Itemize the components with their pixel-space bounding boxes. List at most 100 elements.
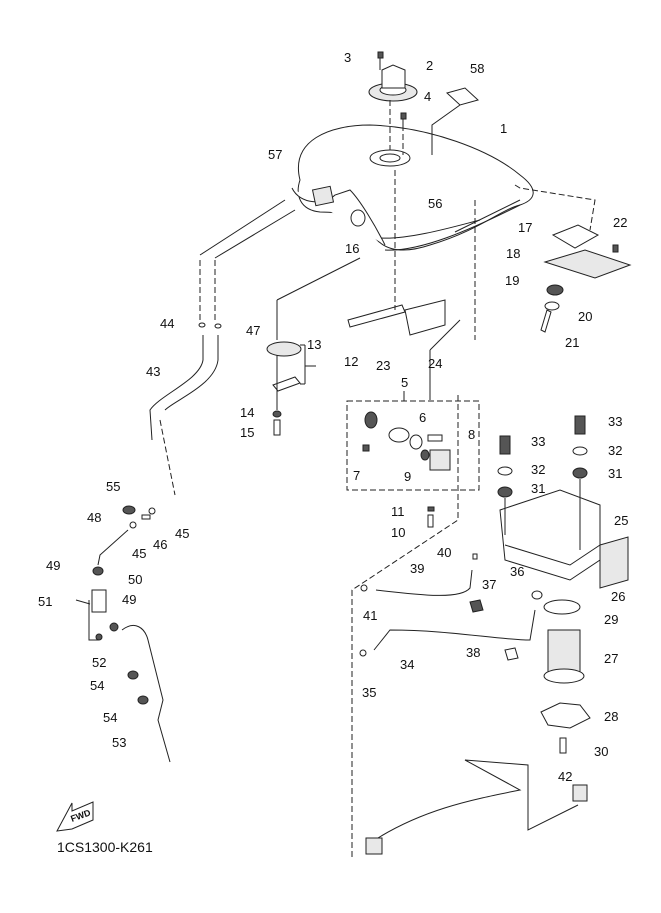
clamp-55 — [122, 505, 136, 515]
part-label-25: 25 — [614, 513, 628, 528]
part-label-21: 21 — [565, 335, 579, 350]
cap-52 — [95, 633, 103, 641]
cover-13 — [266, 341, 302, 357]
part-label-1: 1 — [500, 121, 507, 136]
part-label-22: 22 — [613, 215, 627, 230]
part-label-24: 24 — [428, 356, 442, 371]
part-label-13: 13 — [307, 337, 321, 352]
part-label-53: 53 — [112, 735, 126, 750]
gasket-29 — [543, 599, 581, 615]
screw-10 — [427, 514, 434, 528]
part-label-35: 35 — [362, 685, 376, 700]
part-label-28: 28 — [604, 709, 618, 724]
washer-14 — [272, 410, 282, 418]
part-label-39: 39 — [410, 561, 424, 576]
bolt-21 — [540, 309, 552, 333]
bracket-51 — [75, 599, 91, 605]
part-label-46: 46 — [153, 537, 167, 552]
plate-18 — [543, 249, 632, 279]
nut-31b — [572, 467, 588, 479]
part-label-37: 37 — [482, 577, 496, 592]
part-label-14: 14 — [240, 405, 254, 420]
part-label-10: 10 — [391, 525, 405, 540]
part-label-32a: 32 — [531, 462, 545, 477]
plate-28 — [540, 702, 591, 729]
pad-26 — [599, 536, 629, 589]
ring-47 — [214, 323, 222, 329]
bolt-30 — [559, 737, 567, 754]
part-label-43: 43 — [146, 364, 160, 379]
bolt-33a — [499, 435, 511, 455]
part-label-19: 19 — [505, 273, 519, 288]
part-label-5: 5 — [401, 375, 408, 390]
pad-24 — [404, 299, 446, 336]
part-label-29: 29 — [604, 612, 618, 627]
fuel-cock — [362, 411, 451, 471]
cap-41 — [360, 584, 368, 592]
part-label-54b: 54 — [103, 710, 117, 725]
part-label-52: 52 — [92, 655, 106, 670]
collar-20 — [544, 301, 560, 311]
fwd-arrow: FWD — [56, 801, 94, 832]
collar-32a — [497, 466, 513, 476]
bolt-4 — [400, 112, 407, 125]
part-label-42: 42 — [558, 769, 572, 784]
washer-11 — [427, 506, 435, 512]
ring-44 — [198, 322, 206, 328]
part-label-31a: 31 — [531, 481, 545, 496]
part-label-11: 11 — [391, 504, 405, 519]
joint-46 — [141, 514, 151, 520]
hose-34 — [373, 609, 536, 651]
connector-right — [572, 784, 588, 802]
part-label-9: 9 — [404, 469, 411, 484]
part-label-17: 17 — [518, 220, 532, 235]
collar-32b — [572, 446, 588, 456]
clamp-54a — [127, 670, 139, 680]
clamp-38 — [504, 647, 519, 661]
part-label-3: 3 — [344, 50, 351, 65]
hose-53 — [121, 625, 171, 763]
fuel-tank-body — [291, 124, 534, 251]
part-label-48: 48 — [87, 510, 101, 525]
part-label-26: 26 — [611, 589, 625, 604]
part-label-45a: 45 — [175, 526, 189, 541]
part-label-20: 20 — [578, 309, 592, 324]
part-label-58: 58 — [470, 61, 484, 76]
part-label-41: 41 — [363, 608, 377, 623]
part-label-34: 34 — [400, 657, 414, 672]
bolt-22 — [612, 244, 619, 253]
part-label-18: 18 — [506, 246, 520, 261]
fuel-cap — [368, 64, 418, 102]
bolt-3 — [377, 51, 384, 70]
part-label-51: 51 — [38, 594, 52, 609]
hose-39 — [375, 569, 473, 596]
part-label-44: 44 — [160, 316, 174, 331]
part-label-2: 2 — [426, 58, 433, 73]
part-label-6: 6 — [419, 410, 426, 425]
part-label-30: 30 — [594, 744, 608, 759]
part-label-27: 27 — [604, 651, 618, 666]
part-label-49b: 49 — [122, 592, 136, 607]
part-label-8: 8 — [468, 427, 475, 442]
part-label-47: 47 — [246, 323, 260, 338]
part-label-50: 50 — [128, 572, 142, 587]
part-label-32b: 32 — [608, 443, 622, 458]
nut-31a — [497, 486, 513, 498]
hose-48 — [97, 529, 129, 566]
clip-49b — [109, 622, 119, 632]
part-label-49a: 49 — [46, 558, 60, 573]
part-label-38: 38 — [466, 645, 480, 660]
part-label-36: 36 — [510, 564, 524, 579]
caution-label-58 — [446, 87, 479, 106]
part-label-31b: 31 — [608, 466, 622, 481]
part-label-40: 40 — [437, 545, 451, 560]
bracket-12 — [272, 376, 301, 392]
diagram-code: 1CS1300-K261 — [57, 839, 153, 855]
part-label-33a: 33 — [531, 434, 545, 449]
damper-19 — [546, 284, 564, 296]
clamp-37 — [469, 599, 484, 613]
ring-45b — [129, 521, 137, 529]
cap-40 — [472, 553, 478, 560]
clip-49a — [92, 566, 104, 576]
